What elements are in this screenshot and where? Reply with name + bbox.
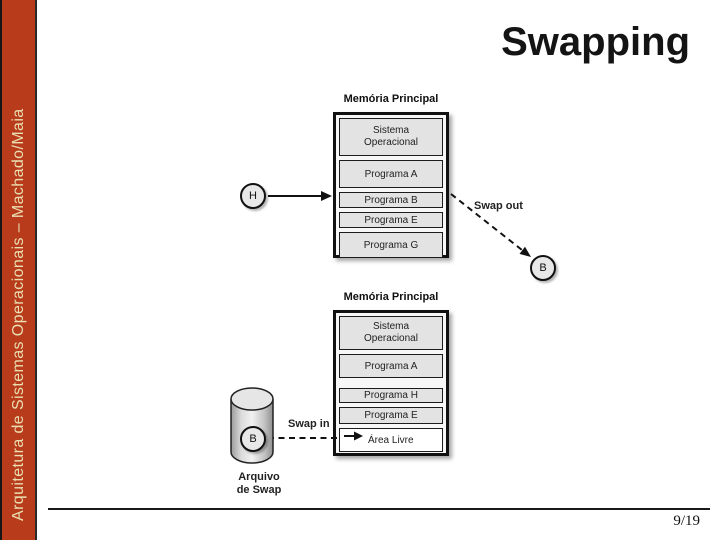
- process-label: B: [539, 262, 547, 274]
- memory-cell: Programa G: [339, 232, 443, 258]
- process-circle-h: H: [240, 183, 266, 209]
- memory-cell-label: Programa A: [364, 168, 418, 180]
- memory-cell-label: Sistema Operacional: [364, 321, 418, 344]
- memory-cell-label: Programa E: [364, 214, 418, 226]
- page-number: 9/19: [673, 513, 700, 529]
- memory-cell: Programa B: [339, 192, 443, 208]
- main-memory-box-top: Sistema Operacional Programa A Programa …: [333, 112, 449, 258]
- memory-cell-label: Programa B: [364, 194, 418, 206]
- dispatch-arrow: [268, 191, 332, 201]
- process-label: B: [249, 433, 257, 445]
- sidebar: [0, 0, 37, 540]
- main-memory-box-bottom: Sistema Operacional Programa A Programa …: [333, 310, 449, 456]
- swap-in-label: Swap in: [288, 418, 330, 430]
- process-label: H: [249, 190, 257, 202]
- memory-title-bottom: Memória Principal: [343, 291, 439, 303]
- swap-out-label: Swap out: [474, 200, 523, 212]
- memory-cell-label: Programa G: [363, 239, 419, 251]
- memory-cell: Programa A: [339, 354, 443, 378]
- free-area-cell: Área Livre: [339, 428, 443, 452]
- memory-cell: Programa H: [339, 388, 443, 403]
- memory-cell-label: Sistema Operacional: [364, 125, 418, 148]
- memory-cell: Programa E: [339, 407, 443, 424]
- free-area-label: Área Livre: [368, 434, 414, 446]
- memory-cell: Sistema Operacional: [339, 316, 443, 350]
- process-circle-b-out: B: [530, 255, 556, 281]
- memory-cell-label: Programa E: [364, 410, 418, 421]
- page-title: Swapping: [501, 20, 690, 64]
- memory-cell: Programa E: [339, 212, 443, 228]
- sidebar-course-label: Arquitetura de Sistemas Operacionais – M…: [10, 108, 27, 521]
- swap-file-label: Arquivo de Swap: [236, 471, 282, 496]
- memory-cell: Programa A: [339, 160, 443, 188]
- footer-divider: [48, 508, 710, 510]
- process-circle-b-in: B: [240, 426, 266, 452]
- memory-cell-label: Programa H: [364, 390, 418, 401]
- memory-cell: Sistema Operacional: [339, 118, 443, 156]
- memory-cell-label: Programa A: [364, 360, 418, 372]
- memory-title-top: Memória Principal: [343, 93, 439, 105]
